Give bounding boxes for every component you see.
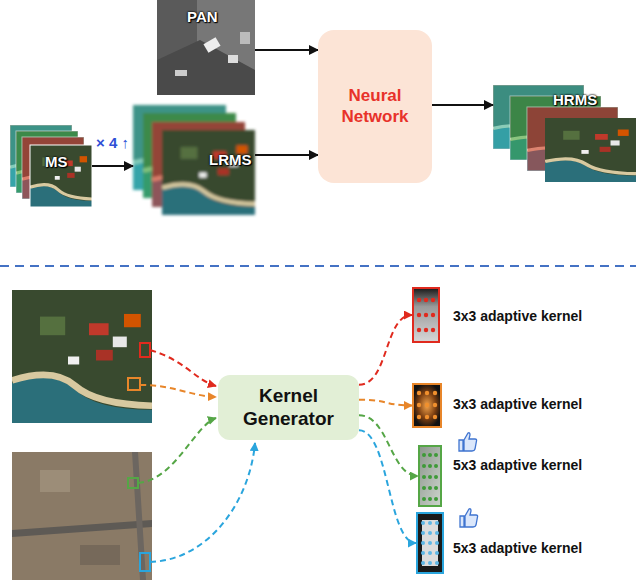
region-marker <box>140 343 150 357</box>
kernel-arrow <box>359 430 416 543</box>
kernel-picture <box>412 287 444 574</box>
kernel-dots <box>421 521 439 565</box>
image-label: HRMS <box>553 91 597 108</box>
flow-arrow <box>255 154 318 156</box>
pan-building <box>203 37 220 53</box>
kernel-image <box>412 383 442 428</box>
hrms-layer <box>545 118 636 182</box>
coast-photo <box>12 290 152 423</box>
region-marker <box>128 378 140 390</box>
pan-building <box>240 32 250 44</box>
box-label: Kernel Generator <box>226 385 351 431</box>
hrms-stack-box: HRMS <box>493 85 636 182</box>
kernel-box: 5x3 adaptive kernel <box>418 445 442 507</box>
lrms-stack-box: LRMS <box>133 105 255 215</box>
generator-box: Kernel Generator <box>218 375 359 440</box>
pan-image <box>157 0 255 95</box>
kernel-image <box>418 445 442 507</box>
arid-patch <box>80 545 120 565</box>
kernel-dots <box>417 391 437 419</box>
thumbs-up-icon <box>459 433 477 451</box>
lrms-stack-image <box>133 105 255 215</box>
flow-arrow <box>255 49 318 51</box>
edge-label: × 4 ↑ <box>96 134 129 151</box>
arid-patch <box>40 470 70 492</box>
ms-stack-box: MS <box>10 125 92 207</box>
ms-stack-image <box>10 125 92 207</box>
pan-ground <box>157 0 255 95</box>
kernel-box: 3x3 adaptive kernel <box>412 383 442 428</box>
kernel-arrow <box>359 315 412 385</box>
kernel-dots <box>422 453 438 501</box>
arid-ground <box>12 452 152 580</box>
arid-road <box>12 520 152 537</box>
image-label: MS <box>45 153 68 170</box>
kernel-label: 5x3 adaptive kernel <box>453 540 582 556</box>
kernel-box: 3x3 adaptive kernel <box>412 287 440 343</box>
arid-image <box>12 452 152 580</box>
hrms-stack-image <box>493 85 636 182</box>
kernel-arrow <box>359 415 418 476</box>
kernel-label: 5x3 adaptive kernel <box>453 457 582 473</box>
region-marker <box>140 553 150 571</box>
layer-border <box>30 145 92 207</box>
region-arrow <box>140 385 216 397</box>
kernel-label: 3x3 adaptive kernel <box>453 396 582 412</box>
kernel-dots <box>417 298 435 332</box>
region-marker <box>128 478 138 488</box>
region-arrow <box>150 443 255 562</box>
lrms-layer <box>162 130 255 215</box>
kernel-label: 3x3 adaptive kernel <box>453 308 582 324</box>
flow-arrow <box>432 104 493 106</box>
region-arrow <box>150 350 216 386</box>
kernel-image <box>416 512 444 574</box>
kernel-box: 5x3 adaptive kernel <box>416 512 444 574</box>
separator-line <box>0 265 636 267</box>
pan-building <box>175 70 187 76</box>
kernel-arrow <box>359 400 412 406</box>
thumbs-up-icon <box>460 509 478 527</box>
region-arrow <box>138 418 216 483</box>
pan-image-box: PAN <box>157 0 255 95</box>
kernel-image <box>412 287 440 343</box>
ms-layer <box>30 145 92 207</box>
pan-building <box>228 55 238 63</box>
image-label: PAN <box>187 8 218 25</box>
image-label: LRMS <box>209 151 252 168</box>
box-label: Neural Network <box>326 86 424 127</box>
flow-arrow <box>92 165 133 167</box>
network-box: Neural Network <box>318 30 432 183</box>
kernel-image <box>422 520 438 566</box>
coast-image <box>12 290 152 423</box>
